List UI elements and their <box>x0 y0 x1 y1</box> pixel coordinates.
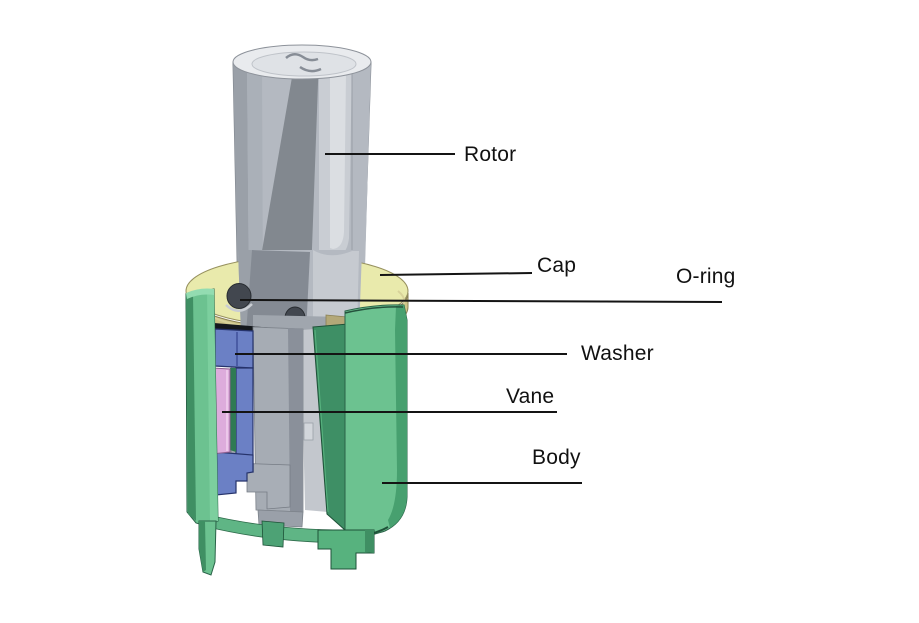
body-shape <box>185 288 408 576</box>
label-vane: Vane <box>506 385 555 408</box>
o-ring-leader-line <box>239 299 723 303</box>
label-cap: Cap <box>537 254 577 277</box>
cap-leader-line <box>379 272 533 276</box>
label-body: Body <box>532 446 581 469</box>
label-washer: Washer <box>581 342 654 365</box>
washer-shape <box>214 328 254 496</box>
rotor-top-engraving <box>285 53 322 73</box>
body-interior <box>203 314 349 548</box>
label-o-ring: O-ring <box>676 265 736 288</box>
label-rotor: Rotor <box>464 143 517 166</box>
leader-lines <box>222 153 723 484</box>
